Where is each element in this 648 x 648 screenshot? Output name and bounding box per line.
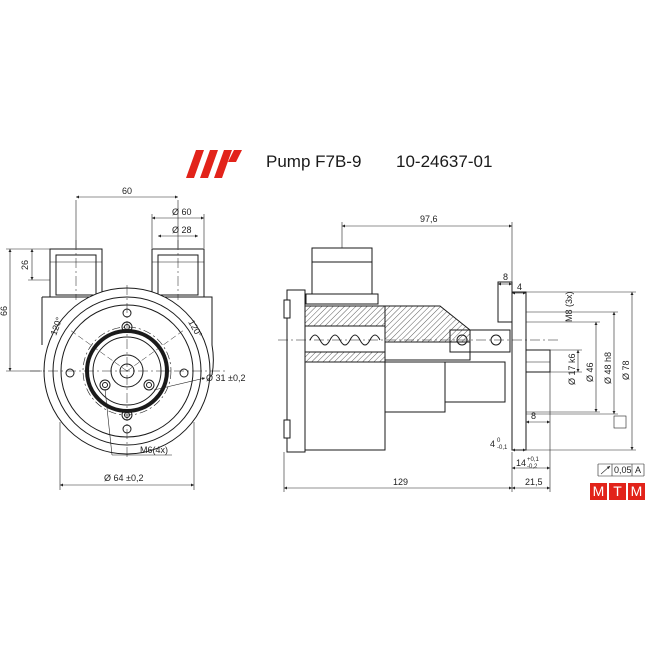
dim-78: Ø 78 [621, 360, 631, 380]
dim-8-bottom: 8 [531, 411, 536, 421]
side-view [278, 247, 560, 453]
runout-tolerance: 0,05 [614, 465, 632, 475]
dim-total-height: 66 [0, 306, 9, 316]
datum-label: A [635, 465, 641, 475]
side-dimensions [283, 222, 645, 492]
dim-14-tol-lower: -0,2 [527, 464, 538, 470]
brand-logo [186, 150, 242, 178]
dim-port-height: 26 [20, 260, 30, 270]
pump-model-title: Pump F7B-9 [266, 152, 362, 171]
mount-flange [511, 291, 527, 451]
brand-letter-m1: M [590, 483, 607, 500]
dim-46: Ø 46 [585, 362, 595, 382]
part-number: 10-24637-01 [396, 152, 493, 171]
dim-top-length: 97,6 [420, 214, 438, 224]
dim-end-length: 21,5 [525, 477, 543, 487]
brand-letter-t: T [609, 483, 626, 500]
dim-thread: M6(4x) [140, 445, 168, 455]
dim-m8: M8 (3x) [564, 291, 574, 322]
dim-total-length: 129 [393, 477, 408, 487]
pump-body-side [304, 361, 386, 451]
dim-4-tol-upper: 0 [497, 438, 501, 444]
dim-port-inner: Ø 28 [172, 225, 192, 235]
dim-shaft-diameter: Ø 17 k6 [567, 353, 577, 385]
dim-outer-circle: Ø 64 ±0,2 [104, 473, 143, 483]
dim-4: 4 [517, 282, 522, 292]
dim-8-top: 8 [503, 272, 508, 282]
front-dimensions [6, 195, 206, 490]
dim-4-tol-lower: -0,1 [497, 445, 508, 451]
dim-port-outer: Ø 60 [172, 207, 192, 217]
dim-bolt-circle: Ø 31 ±0,2 [206, 373, 245, 383]
brand-letter-m2: M [628, 483, 645, 500]
dim-48: Ø 48 h8 [603, 352, 613, 384]
dim-14: 14 [516, 458, 526, 468]
dim-14-tol-upper: +0,1 [527, 457, 540, 463]
front-view [30, 240, 225, 460]
shaft [525, 349, 551, 373]
dim-4-tol: 4 [490, 439, 495, 449]
dim-port-spacing: 60 [122, 186, 132, 196]
